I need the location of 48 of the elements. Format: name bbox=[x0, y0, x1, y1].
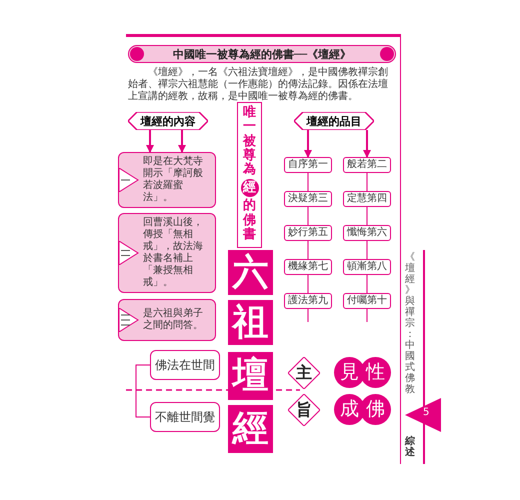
circle-character: 佛 bbox=[360, 394, 391, 425]
intro-paragraph: 《壇經》，一名《六祖法寶壇經》，是中國佛教禪宗創始者、禪宗六祖慧能（一作惠能）的傳法記錄。因係在法壇上宣講的經教，故稱，是中國唯一被尊為經的佛書。 bbox=[128, 67, 389, 103]
note-box bbox=[118, 299, 216, 341]
title-character-block: 壇 bbox=[228, 352, 273, 400]
phrase-box: 不離世間覺 bbox=[150, 402, 220, 432]
arrow bbox=[304, 130, 312, 158]
circle-character: 性 bbox=[360, 357, 391, 388]
phrase-box: 佛法在世間 bbox=[150, 350, 220, 380]
diamond-label: 旨 bbox=[288, 394, 320, 426]
vertical-title-band bbox=[237, 102, 262, 248]
chapter-box: 般若第二 bbox=[343, 157, 391, 173]
note-text: 即是在大梵寺開示「摩訶般若波羅蜜法」。 bbox=[143, 156, 204, 204]
title-character-block: 六 bbox=[228, 250, 273, 295]
title-band: 中國唯一被尊為經的佛書──《壇經》 bbox=[128, 45, 396, 63]
vertical-text: 唯一被尊為 bbox=[243, 106, 256, 178]
circle-character: 見 bbox=[334, 357, 365, 388]
circled-character: 經 bbox=[240, 179, 258, 198]
arrow bbox=[363, 130, 371, 158]
chapter-box: 妙行第五 bbox=[284, 225, 332, 241]
note-text: 回曹溪山後，傳授「無相戒」，故法海於書名補上「兼授無相戒」。 bbox=[143, 217, 204, 289]
chapter-box: 決疑第三 bbox=[284, 191, 332, 207]
connector-line bbox=[366, 172, 368, 192]
chapter-box: 定慧第四 bbox=[343, 191, 391, 207]
connector-line bbox=[366, 206, 368, 226]
title-character-block: 經 bbox=[228, 405, 273, 453]
note-box bbox=[118, 152, 216, 208]
chapter-box: 機緣第七 bbox=[284, 259, 332, 275]
page-number: 5 bbox=[423, 408, 430, 418]
chapter-box: 護法第九 bbox=[284, 293, 332, 309]
connector-line bbox=[366, 240, 368, 260]
side-chapter-text: 《壇經》與禪宗：中國式佛教 bbox=[405, 252, 415, 395]
diamond-label: 主 bbox=[288, 357, 320, 389]
note-text: 是六祖與弟子之間的問答。 bbox=[143, 308, 204, 332]
connector-line bbox=[366, 274, 368, 294]
vertical-text: 的佛書 bbox=[243, 199, 256, 242]
circle-character: 成 bbox=[334, 394, 365, 425]
chapter-box: 自序第一 bbox=[284, 157, 332, 173]
arrow bbox=[146, 130, 154, 153]
chapter-box: 懺悔第六 bbox=[343, 225, 391, 241]
title-character-block: 祖 bbox=[228, 300, 273, 345]
hexagon-heading: 壇經的內容 bbox=[128, 112, 208, 130]
arrow bbox=[178, 130, 186, 153]
hexagon-heading: 壇經的品目 bbox=[294, 112, 374, 130]
section-name: 綜述 bbox=[405, 436, 415, 458]
connector-line bbox=[136, 364, 150, 418]
chapter-box: 頓漸第八 bbox=[343, 259, 391, 275]
note-box bbox=[118, 213, 216, 293]
chapter-box: 付囑第十 bbox=[343, 293, 391, 309]
